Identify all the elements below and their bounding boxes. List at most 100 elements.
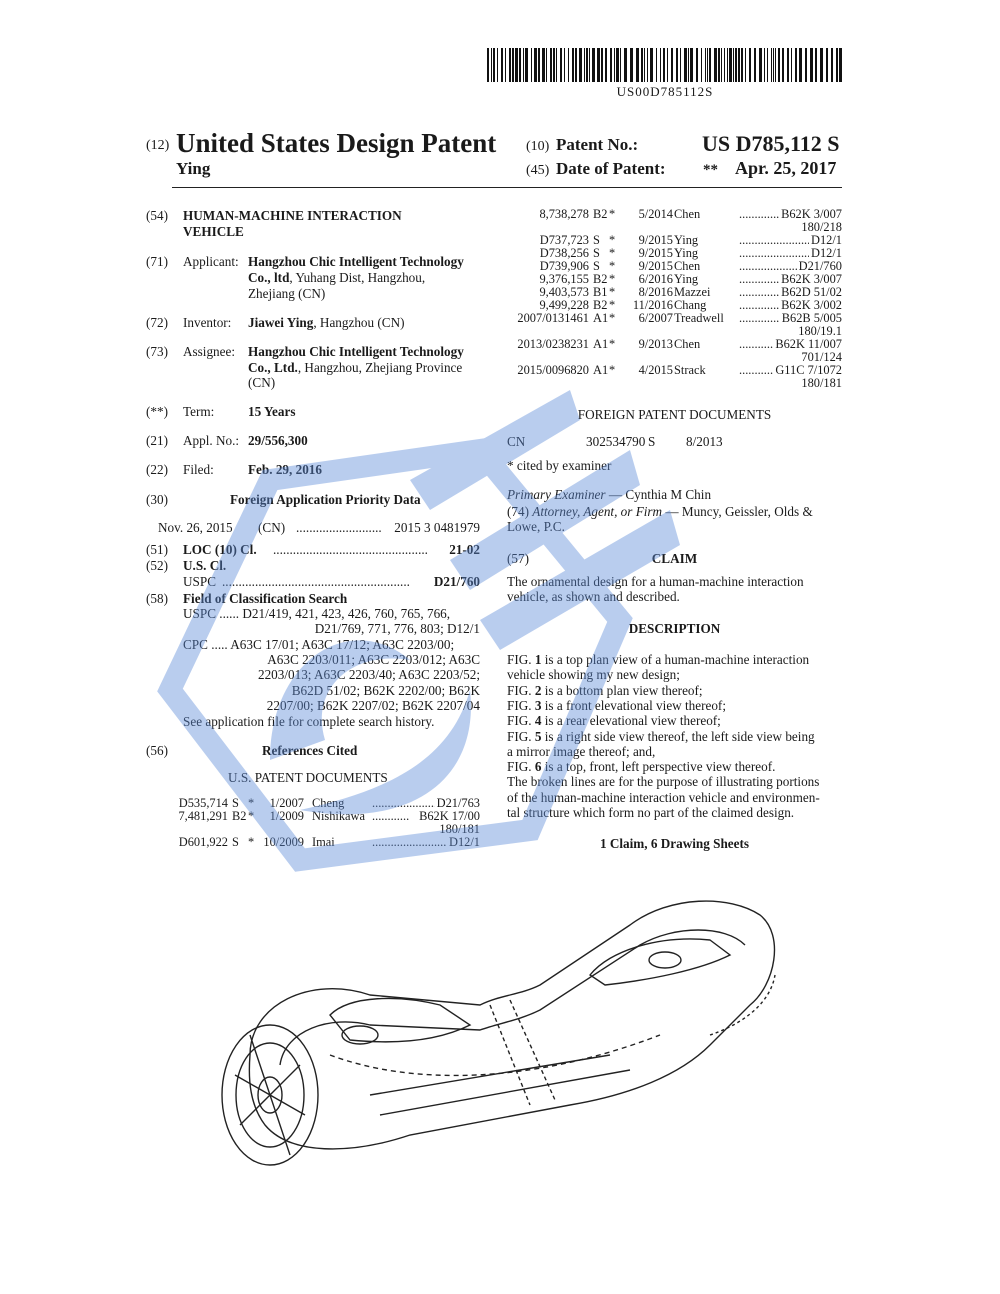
foreign-country: CN	[507, 434, 525, 450]
us-patent-docs-heading: U.S. PATENT DOCUMENTS	[228, 770, 388, 785]
reference-date: 5/2014	[638, 207, 673, 221]
reference-date: 9/2015	[638, 246, 673, 260]
reference-number: 8,738,278	[539, 207, 589, 221]
code-51: (51)	[146, 542, 168, 557]
reference-inventor: Nishikawa	[312, 809, 365, 823]
code-21: (21)	[146, 433, 168, 448]
description-text: is a top, front, left perspective view t…	[541, 759, 776, 775]
description-text: a mirror image thereof; and,	[507, 743, 656, 759]
code-12: (12)	[146, 138, 170, 153]
reference-kind: A1	[593, 311, 609, 325]
reference-date: 1/2007	[269, 796, 304, 810]
reference-kind: S	[593, 233, 600, 247]
loc-label: LOC (10) Cl.	[183, 542, 257, 557]
search-line-7: 2207/00; B62K 2207/02; B62K 2207/04	[266, 698, 480, 713]
reference-inventor: Chen	[674, 337, 701, 351]
loc-dots: ........................................…	[273, 542, 428, 557]
loc-value: 21-02	[449, 542, 480, 557]
reference-class: B62K 3/007	[779, 272, 842, 286]
assignee-line2-bold: Co., Ltd.	[248, 360, 298, 375]
foreign-kind: S	[648, 434, 656, 449]
reference-date: 9/2015	[638, 259, 673, 273]
description-text: FIG.	[507, 697, 535, 713]
figure-number: 4	[534, 713, 542, 729]
description-text: FIG.	[507, 682, 535, 698]
reference-class-secondary: 701/124	[801, 350, 842, 364]
cited-by-examiner: * cited by examiner	[507, 458, 612, 473]
primary-examiner: Primary Examiner — Cynthia M Chin	[507, 487, 711, 503]
reference-dots: ..........................	[372, 796, 453, 810]
filed-value: Feb. 29, 2016	[248, 462, 322, 477]
reference-number: D737,723	[539, 233, 589, 247]
reference-inventor: Ying	[674, 246, 699, 260]
description-line: tal structure which form no part of the …	[507, 805, 842, 821]
term-label: Term:	[183, 404, 215, 419]
reference-class: D12/1	[809, 246, 842, 260]
reference-number: D739,906	[539, 259, 589, 273]
description-text: FIG.	[507, 652, 535, 667]
figure-number: 2	[534, 682, 542, 698]
code-22: (22)	[146, 462, 168, 477]
code-52: (52)	[146, 558, 168, 573]
reference-date: 9/2013	[638, 337, 673, 351]
patent-no-label: Patent No.:	[556, 135, 639, 154]
watermark-logo-icon	[157, 390, 680, 872]
description-line: FIG. 2 is a bottom plan view thereof;	[507, 683, 842, 699]
description-line: FIG. 3 is a front elevational view there…	[507, 698, 842, 714]
priority-date: Nov. 26, 2015	[158, 520, 233, 535]
description-text: FIG.	[507, 713, 535, 729]
description-line: vehicle showing my new design;	[507, 667, 842, 683]
reference-star: *	[609, 363, 616, 377]
search-field-heading: Field of Classification Search	[183, 591, 348, 606]
reference-kind: S	[232, 796, 239, 810]
reference-kind: B2	[593, 207, 608, 221]
reference-number: 9,403,573	[539, 285, 589, 299]
foreign-date: 8/2013	[686, 434, 723, 449]
description-line: FIG. 4 is a rear elevational view thereo…	[507, 713, 842, 729]
reference-kind: B2	[593, 272, 608, 286]
reference-number: 9,376,155	[539, 272, 589, 286]
reference-date: 11/2016	[632, 298, 673, 312]
barcode-icon	[487, 48, 842, 82]
us-cl-label: U.S. Cl.	[183, 558, 227, 573]
inventor-name: Jiawei Ying	[248, 315, 314, 330]
reference-date: 1/2009	[269, 809, 304, 823]
date-of-patent: Apr. 25, 2017	[735, 158, 837, 178]
reference-number: 2015/0096820	[517, 363, 589, 377]
reference-number: D535,714	[178, 796, 228, 810]
reference-date: 6/2007	[638, 311, 673, 325]
description-line: FIG. 6 is a top, front, left perspective…	[507, 759, 842, 775]
description-text: is a front elevational view thereof;	[541, 697, 726, 713]
reference-dots: ............	[372, 809, 410, 823]
reference-star: *	[609, 233, 616, 247]
assignee-line3: (CN)	[248, 375, 276, 390]
description-text: of the human-machine interaction vehicle…	[507, 789, 820, 805]
appl-no-value: 29/556,300	[248, 433, 308, 448]
reference-number: D738,256	[539, 246, 589, 260]
reference-class: B62D 51/02	[779, 285, 842, 299]
priority-heading: Foreign Application Priority Data	[230, 492, 421, 507]
reference-class-secondary: 180/181	[801, 376, 842, 390]
reference-star: *	[248, 835, 255, 849]
reference-class-secondary: 180/19.1	[798, 324, 842, 338]
reference-kind: A1	[593, 337, 609, 351]
description-text: is a right side view thereof, the left s…	[541, 728, 815, 744]
description-text: tal structure which form no part of the …	[507, 805, 795, 820]
reference-kind: S	[593, 259, 600, 273]
references-heading: References Cited	[262, 743, 358, 758]
patent-type-title: United States Design Patent	[176, 128, 497, 158]
primary-examiner-name: — Cynthia M Chin	[605, 487, 712, 502]
description-text: is a top plan view of a human-machine in…	[541, 652, 810, 667]
search-line-1: USPC ...... D21/419, 421, 423, 426, 760,…	[183, 606, 451, 621]
barcode-text: US00D785112S	[616, 84, 714, 99]
assignee-line2: Co., Ltd., Hangzhou, Zhejiang Province	[248, 360, 462, 376]
reference-star: *	[609, 285, 616, 299]
